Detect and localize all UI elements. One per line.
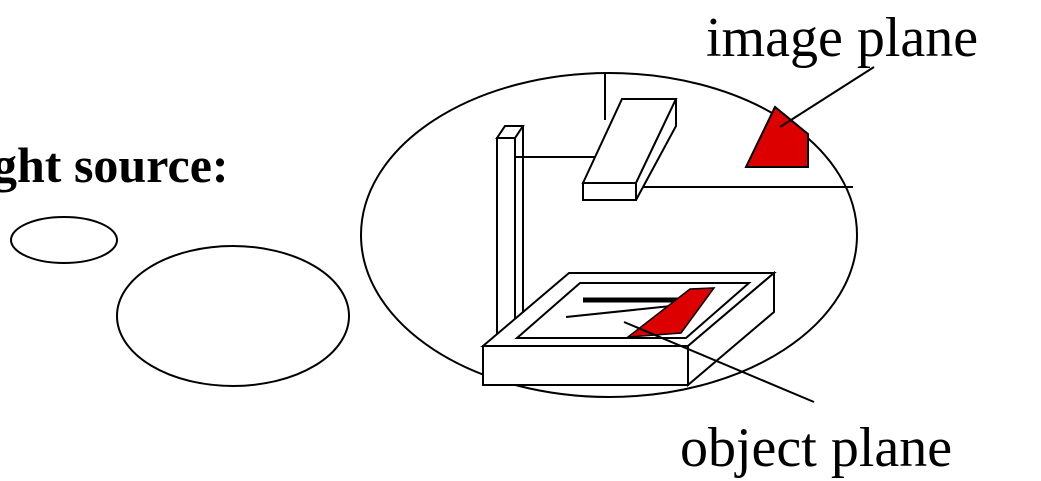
- projector-circle: [360, 72, 858, 398]
- projector-front-face: [482, 345, 689, 386]
- object-plane-label: object plane: [680, 417, 953, 479]
- light-source-label: ght source:: [0, 137, 229, 193]
- lens-head-bottom: [582, 182, 637, 201]
- projector-post: [496, 137, 516, 343]
- image-plane-shape: [744, 105, 809, 168]
- image-plane-pointer: [779, 66, 875, 128]
- object-plane-shape: [625, 287, 716, 338]
- small-light-ellipse: [10, 216, 118, 264]
- large-light-ellipse: [116, 245, 350, 387]
- projector-post-top: [495, 125, 525, 139]
- object-plane-pointer: [623, 321, 815, 403]
- image-plane-label: image plane: [706, 7, 979, 69]
